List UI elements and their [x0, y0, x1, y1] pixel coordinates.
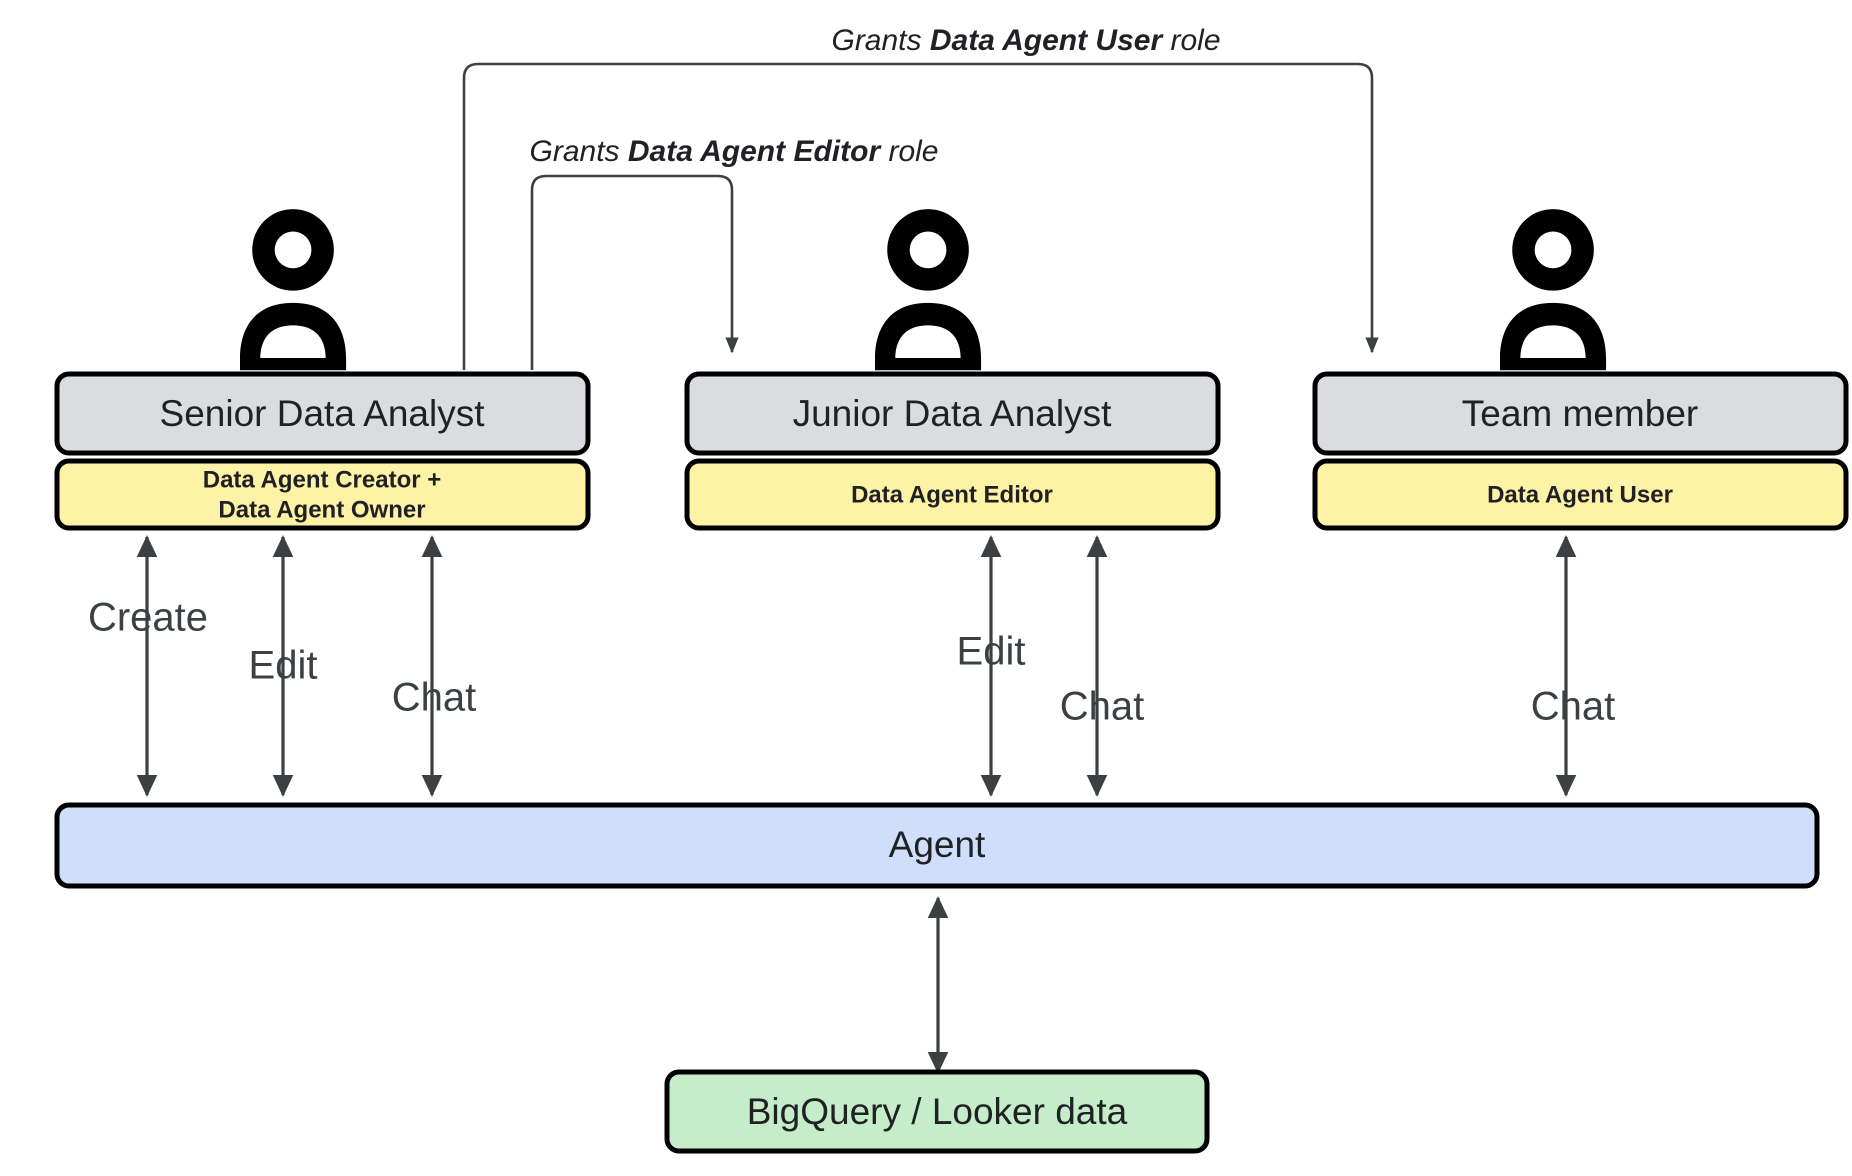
permission-box-team-member[interactable]: [1312, 458, 1849, 531]
agent-box[interactable]: [54, 802, 1820, 889]
grant-editor-prefix: Grants: [530, 135, 628, 168]
permission-label-senior-line2: Data Agent Owner: [218, 496, 425, 523]
person-icon: [240, 209, 347, 371]
permission-label-team-member: Data Agent User: [1487, 481, 1673, 508]
action-label-chat-team: Chat: [1531, 685, 1616, 729]
permission-label-junior: Data Agent Editor: [851, 481, 1053, 508]
grant-user-connector: [462, 62, 1379, 370]
person-icon: [875, 209, 982, 371]
role-label-team-member: Team member: [1462, 393, 1698, 434]
role-label-junior-data-analyst: Junior Data Analyst: [793, 393, 1113, 434]
role-box-junior-data-analyst[interactable]: [684, 371, 1221, 456]
action-label-edit-junior: Edit: [957, 630, 1026, 674]
grant-user-suffix: role: [1162, 24, 1220, 57]
agent-label: Agent: [889, 824, 986, 865]
grant-editor-suffix: role: [880, 135, 938, 168]
permission-box-junior-data-analyst[interactable]: [684, 458, 1221, 531]
action-label-chat-senior: Chat: [392, 676, 477, 720]
permission-label-senior-line1: Data Agent Creator +: [203, 466, 442, 493]
datasource-label: BigQuery / Looker data: [747, 1091, 1128, 1132]
grant-editor-label: Grants Data Agent Editor role: [530, 135, 939, 168]
grant-editor-connector: [530, 174, 739, 370]
action-label-create: Create: [88, 596, 208, 640]
role-box-senior-data-analyst[interactable]: [54, 371, 591, 456]
action-label-edit-senior: Edit: [249, 644, 318, 688]
grant-user-prefix: Grants: [831, 24, 929, 57]
role-box-team-member[interactable]: [1312, 371, 1849, 456]
datasource-box[interactable]: [664, 1069, 1210, 1154]
grant-editor-emphasis: Data Agent Editor: [628, 135, 883, 168]
grant-user-emphasis: Data Agent User: [930, 24, 1165, 57]
role-label-senior-data-analyst: Senior Data Analyst: [160, 393, 486, 434]
grant-user-label: Grants Data Agent User role: [831, 24, 1220, 57]
permission-box-senior-data-analyst[interactable]: [54, 458, 591, 531]
person-icon: [1500, 209, 1607, 371]
action-label-chat-junior: Chat: [1060, 685, 1145, 729]
